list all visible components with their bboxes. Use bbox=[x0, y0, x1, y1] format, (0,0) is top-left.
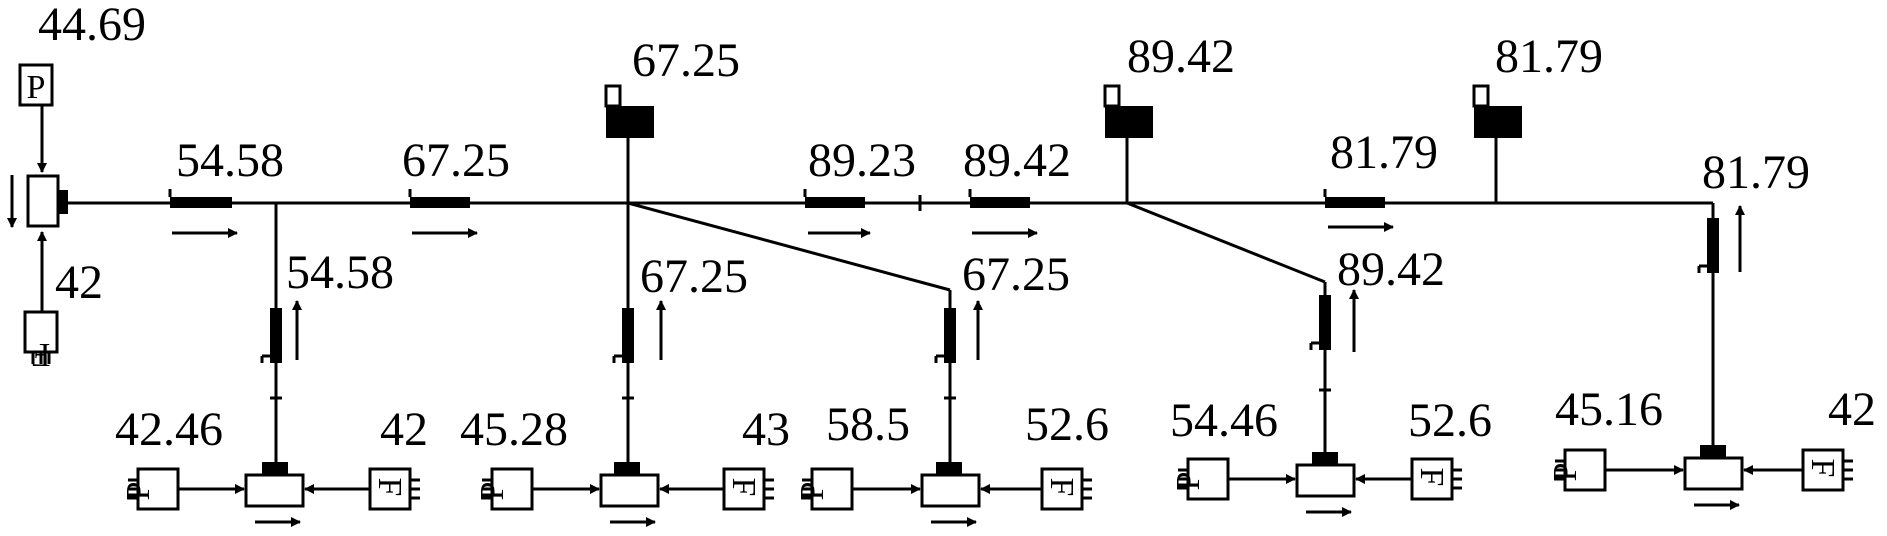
branch-3-right-box-label: F bbox=[1043, 478, 1080, 497]
top-source-value: 44.69 bbox=[38, 0, 146, 51]
branch-2-right-box-label: F bbox=[725, 478, 762, 497]
branch-4-left-box-label: P bbox=[1170, 472, 1207, 491]
main-valve-1 bbox=[170, 197, 232, 208]
source-station: P 44.69 F 42 bbox=[7, 0, 146, 373]
branch-4-right-value: 52.6 bbox=[1408, 394, 1492, 447]
main-label-5: 81.79 bbox=[1330, 126, 1438, 179]
main-label-3: 89.23 bbox=[808, 134, 916, 187]
top-source-box-label: P bbox=[27, 69, 46, 106]
source-mixer-tab bbox=[58, 190, 68, 214]
branch-4-left-value: 54.46 bbox=[1170, 394, 1278, 447]
main-valve-5 bbox=[1325, 197, 1385, 208]
branch-3-mixer bbox=[920, 473, 981, 508]
branch-1-mixer bbox=[244, 473, 305, 508]
main-label-1: 54.58 bbox=[176, 134, 284, 187]
branch-4: 89.42 P 54.46 F 52.6 bbox=[1126, 201, 1492, 517]
main-line-labels: 54.58 67.25 89.23 89.42 81.79 bbox=[168, 126, 1438, 238]
branch-1-left-value: 42.46 bbox=[115, 403, 223, 456]
branch-4-diagonal bbox=[1126, 201, 1326, 284]
branch-1-right-value: 42 bbox=[380, 403, 428, 456]
top-node-2: 89.42 bbox=[1103, 30, 1235, 203]
branch-3-valve-value: 67.25 bbox=[962, 248, 1070, 301]
branch-5-right-value: 42 bbox=[1828, 383, 1876, 436]
branch-2-valve-value: 67.25 bbox=[640, 250, 748, 303]
top-node-2-value: 89.42 bbox=[1127, 30, 1235, 83]
branch-3: 67.25 P 58.5 F 52.6 bbox=[627, 201, 1109, 527]
branch-2-mixer bbox=[599, 473, 660, 508]
branch-4-mixer bbox=[1295, 463, 1356, 498]
source-mixer bbox=[26, 174, 60, 228]
main-valve-3 bbox=[805, 197, 865, 208]
branch-1: 54.58 P 42.46 F 42 bbox=[115, 203, 428, 527]
main-label-4: 89.42 bbox=[963, 134, 1071, 187]
branch-1-left-box-label: P bbox=[120, 482, 157, 501]
main-label-2: 67.25 bbox=[402, 134, 510, 187]
top-node-1: 67.25 bbox=[604, 34, 740, 203]
main-valve-4 bbox=[970, 197, 1030, 208]
branch-5: 81.79 P 45.16 F 42 bbox=[1547, 146, 1876, 510]
branch-1-right-box-label: F bbox=[371, 478, 408, 497]
main-valve-2 bbox=[410, 197, 470, 208]
top-source-box bbox=[18, 63, 54, 107]
top-node-3-value: 81.79 bbox=[1495, 30, 1603, 83]
branch-5-mixer bbox=[1683, 456, 1744, 491]
branch-2: 67.25 P 45.28 F 43 bbox=[460, 203, 790, 527]
bottom-source-value: 42 bbox=[55, 256, 103, 309]
branch-2-left-value: 45.28 bbox=[460, 403, 568, 456]
branch-5-left-value: 45.16 bbox=[1555, 383, 1663, 436]
branch-5-right-box-label: F bbox=[1804, 459, 1841, 478]
branch-3-diagonal bbox=[627, 201, 951, 292]
branch-1-valve-value: 54.58 bbox=[286, 246, 394, 299]
top-node-1-value: 67.25 bbox=[632, 34, 740, 87]
branch-3-right-value: 52.6 bbox=[1025, 398, 1109, 451]
branch-2-left-box-label: P bbox=[474, 482, 511, 501]
branch-4-right-box-label: F bbox=[1413, 468, 1450, 487]
top-node-3: 81.79 bbox=[1472, 30, 1603, 203]
branch-3-left-box-label: P bbox=[794, 482, 831, 501]
branch-5-left-box-label: P bbox=[1547, 463, 1584, 482]
branch-4-valve-value: 89.42 bbox=[1337, 243, 1445, 296]
branch-3-left-value: 58.5 bbox=[826, 398, 910, 451]
branch-2-right-value: 43 bbox=[742, 403, 790, 456]
branch-5-valve-value: 81.79 bbox=[1702, 146, 1810, 199]
